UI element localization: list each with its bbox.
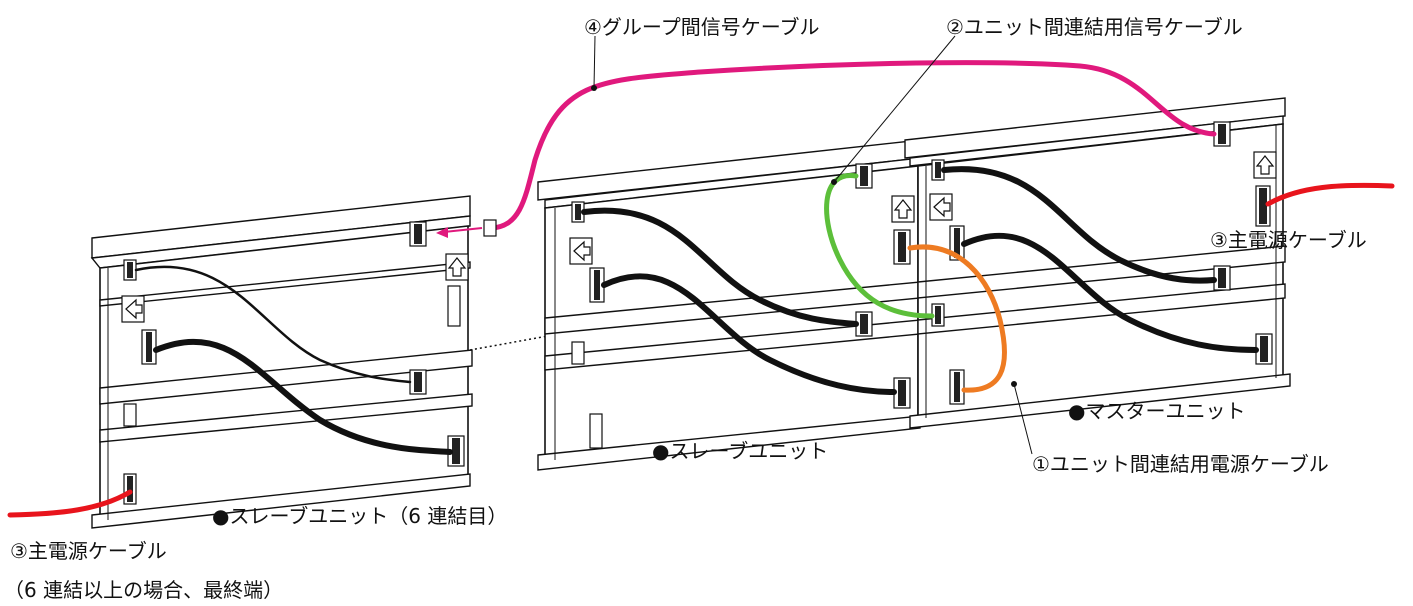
leader-line xyxy=(1013,383,1033,455)
connector xyxy=(123,403,137,427)
left-arrow-icon xyxy=(929,193,953,221)
label-main-power-left: ③主電源ケーブル xyxy=(10,539,167,563)
leader-line xyxy=(833,35,956,183)
connector xyxy=(589,413,603,449)
master-unit xyxy=(904,97,1291,429)
label-main-power-left-note: （6 連結以上の場合、最終端） xyxy=(4,578,283,602)
label-slave-unit: ●スレーブユニット xyxy=(652,439,828,463)
insert-arrow xyxy=(443,227,483,233)
connector xyxy=(447,285,461,327)
left-arrow-icon xyxy=(569,237,593,265)
dotted-guide-line xyxy=(469,335,549,351)
label-group-cable: ④グループ間信号ケーブル xyxy=(584,15,820,39)
up-arrow-icon xyxy=(445,253,469,281)
connector xyxy=(571,341,585,365)
label-main-power-right: ③主電源ケーブル xyxy=(1210,228,1367,252)
label-slave-unit-6th: ●スレーブユニット（6 連結目） xyxy=(212,504,507,528)
main-power-cable-right xyxy=(1265,182,1395,207)
slave-unit-6th xyxy=(90,195,473,529)
leader-line xyxy=(593,35,596,89)
label-unit-signal-cable: ②ユニット間連結用信号ケーブル xyxy=(946,15,1243,39)
left-arrow-icon xyxy=(121,295,145,323)
group-signal-cable xyxy=(489,60,1217,231)
slave-unit xyxy=(537,139,921,471)
main-power-cable-left xyxy=(7,489,133,518)
up-arrow-icon xyxy=(1253,151,1277,179)
insert-arrow-head xyxy=(436,227,448,238)
up-arrow-icon xyxy=(891,195,915,223)
label-unit-power-cable: ①ユニット間連結用電源ケーブル xyxy=(1032,452,1329,476)
group-cable-plug xyxy=(483,219,497,237)
label-master-unit: ●マスターユニット xyxy=(1068,399,1245,423)
unit-power-cable xyxy=(907,244,1007,393)
